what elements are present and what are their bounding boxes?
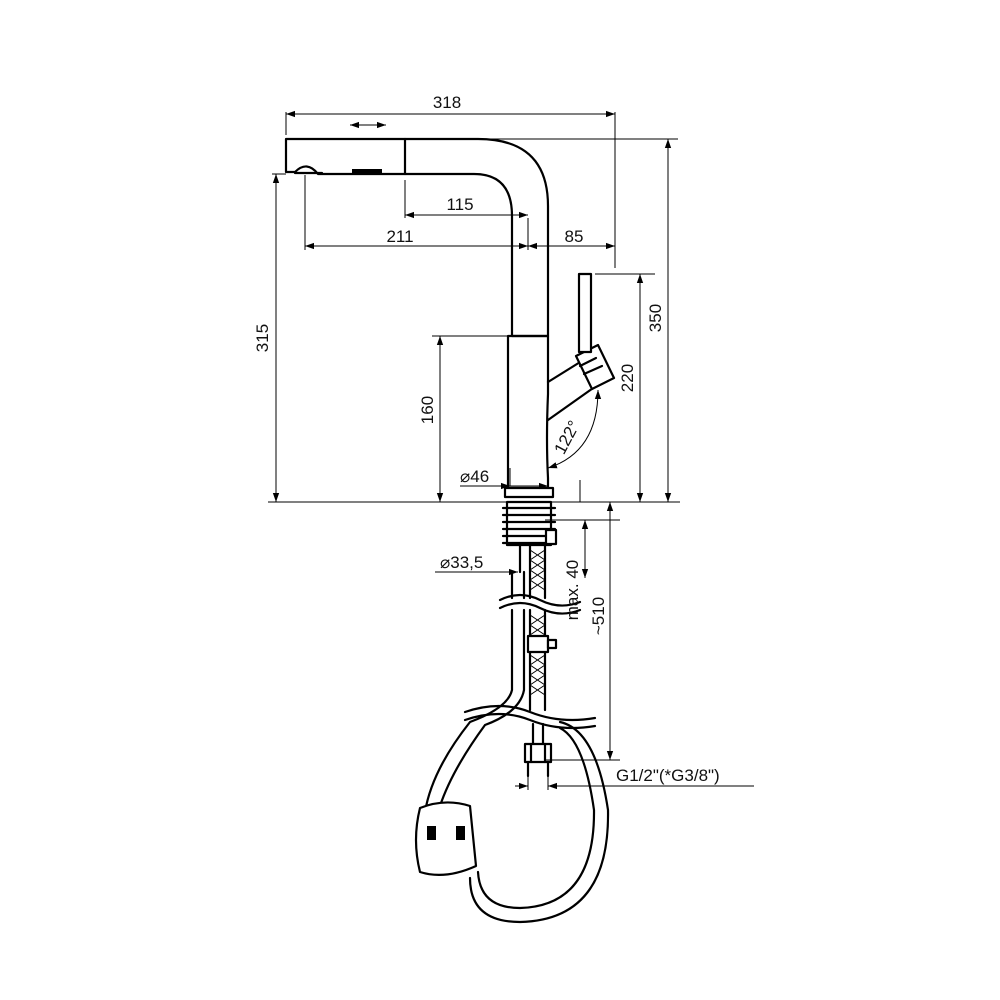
dim-spout-reach: 211: [386, 227, 413, 246]
dim-total-height: 350: [646, 304, 665, 332]
dim-spout-height: 315: [253, 324, 272, 352]
dim-connection-thread: G1/2"(*G3/8"): [616, 766, 720, 785]
break-mark-upper-2: [498, 601, 582, 615]
braided-hose-upper: [528, 543, 547, 600]
faucet-outline: [284, 137, 616, 574]
hose-fitting: [523, 742, 553, 764]
spout: [284, 137, 550, 338]
spray-hose-outer: [423, 570, 610, 924]
lever-cap-inner: [578, 356, 604, 376]
base-ring: [503, 486, 555, 499]
dim-body-height: 160: [418, 396, 437, 424]
weight-slot-right: [456, 826, 465, 840]
dim-max-thickness: max. 40: [563, 560, 582, 620]
spray-outlet: [352, 169, 382, 175]
hoses: [414, 543, 610, 924]
dim-lever-height: 220: [618, 364, 637, 392]
weight-slot-left: [427, 826, 436, 840]
shank-nut: [544, 528, 558, 546]
dim-body-diameter: ⌀46: [460, 467, 489, 486]
dim-lever-angle: 122°: [550, 417, 583, 457]
spray-hose-inner: [438, 570, 596, 910]
dim-spray-offset: 115: [446, 195, 473, 214]
check-valve: [526, 634, 550, 654]
lever-handle: [577, 272, 593, 354]
dim-hose-length: ~510: [589, 597, 608, 635]
hose-counterweight: [414, 801, 478, 877]
faucet-body: [506, 334, 550, 490]
angle-arc: [547, 389, 602, 469]
dimension-lines: [268, 110, 754, 790]
braided-hose-lower: [528, 608, 547, 712]
dim-shank-diameter: ⌀33,5: [440, 553, 483, 572]
break-mark-lower: [463, 704, 597, 722]
dimension-labels: 318 115 211 85 315 350 220 160 122° ⌀46 …: [253, 93, 720, 785]
dim-overall-reach: 318: [433, 93, 461, 112]
check-valve-tab: [546, 638, 558, 650]
dim-lever-offset: 85: [565, 227, 584, 246]
